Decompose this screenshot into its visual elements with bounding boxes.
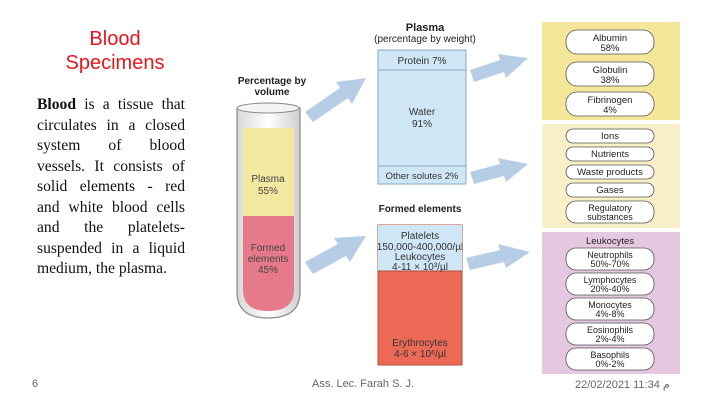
footer-author: Ass. Lec. Farah S. J. [312,378,415,390]
water-pct: 91% [412,119,432,130]
arrow-to-formed [305,236,366,274]
svg-text:Albumin: Albumin [593,33,627,44]
arrow-to-leukocytes [466,244,530,270]
erythrocytes-label: Erythrocytes [392,338,448,349]
other-solutes-label: Other solutes 2% [386,171,459,182]
tube-plasma-pct: 55% [258,186,278,197]
gases-pill: Gases [565,182,655,198]
leukocytes-value: 4-11 × 10³/µl [392,262,448,273]
svg-text:Regulatory: Regulatory [588,203,632,213]
monocytes-pill: Monocytes 4%-8% [565,297,655,321]
tube-formed-pct: 45% [258,265,278,276]
svg-text:Neutrophils: Neutrophils [587,250,633,260]
plasma-header-line2: (percentage by weight) [374,34,476,45]
tube-plasma-layer [243,128,294,216]
svg-text:Ions: Ions [601,131,619,142]
protein-label: Protein 7% [398,56,447,67]
ions-pill: Ions [565,128,655,144]
svg-text:Eosinophils: Eosinophils [587,325,634,335]
svg-text:Waste products: Waste products [577,167,643,178]
body-bold-word: Blood [37,96,76,113]
waste-products-pill: Waste products [565,164,655,180]
globulin-pill: Globulin 38% [565,61,655,87]
tube-formed-line1: Formed [251,243,285,254]
svg-text:38%: 38% [600,75,620,86]
page-number: 6 [32,378,39,390]
svg-text:58%: 58% [600,43,620,54]
svg-text:50%-70%: 50%-70% [590,259,629,269]
eosinophils-pill: Eosinophils 2%-4% [565,322,655,346]
basophils-pill: Basophils 0%-2% [565,347,655,371]
tube-formed-layer [243,216,294,311]
slide-title-line2: Specimens [65,52,165,74]
tube-plasma-label: Plasma [251,174,285,185]
water-label: Water [409,107,436,118]
svg-text:20%-40%: 20%-40% [590,284,629,294]
leukocytes-label: Leukocytes [395,252,446,263]
fibrinogen-pill: Fibrinogen 4% [565,91,655,117]
formed-elements-header: Formed elements [379,204,462,215]
arrow-to-proteins [470,54,528,82]
svg-text:Gases: Gases [596,185,624,196]
leukocytes-panel-header: Leukocytes [586,236,634,247]
platelets-value: 150,000-400,000/µl [377,242,463,253]
erythrocytes-value: 4-6 × 10⁶/µl [394,349,446,360]
neutrophils-pill: Neutrophils 50%-70% [565,247,655,271]
svg-text:Globulin: Globulin [593,65,628,76]
svg-text:Basophils: Basophils [590,350,630,360]
svg-text:Nutrients: Nutrients [591,149,629,160]
svg-text:Fibrinogen: Fibrinogen [588,95,633,106]
arrow-to-plasma [305,78,366,122]
arrow-to-solutes [470,158,528,184]
svg-text:Monocytes: Monocytes [588,300,632,310]
lymphocytes-pill: Lymphocytes 20%-40% [565,272,655,296]
svg-text:2%-4%: 2%-4% [595,334,624,344]
volume-header-line2: volume [254,87,289,98]
slide-body-text: Blood is a tissue that circulates in a c… [37,95,185,280]
regulatory-substances-pill: Regulatory substances [565,200,655,224]
test-tube: Plasma 55% Formed elements 45% [236,102,301,319]
svg-text:4%-8%: 4%-8% [595,309,624,319]
body-text-rest: is a tissue that circulates in a closed … [37,96,185,277]
svg-text:Lymphocytes: Lymphocytes [584,275,637,285]
nutrients-pill: Nutrients [565,146,655,162]
tube-formed-line2: elements [248,254,289,265]
platelets-label: Platelets [401,231,439,242]
slide-title: Blood Specimens [40,27,190,75]
plasma-header-line1: Plasma [406,22,445,34]
svg-text:substances: substances [587,212,633,222]
slide-title-line1: Blood [89,28,141,50]
svg-text:4%: 4% [603,105,617,116]
plasma-block [377,49,467,185]
svg-text:0%-2%: 0%-2% [595,359,624,369]
footer-datetime: م 11:34 22/02/2021 [575,379,670,391]
albumin-pill: Albumin 58% [565,29,655,55]
volume-header-line1: Percentage by [238,76,307,87]
